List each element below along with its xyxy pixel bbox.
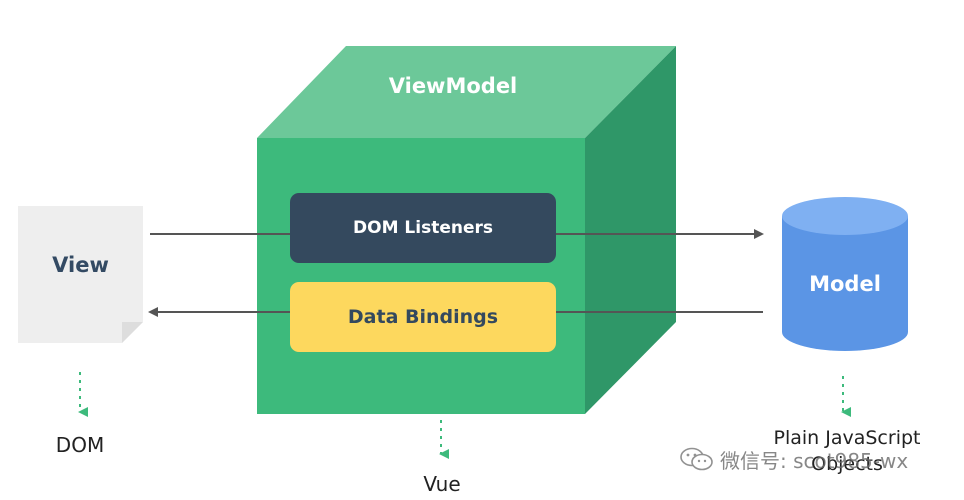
view-label: View	[52, 253, 109, 277]
plain-js-label-line1: Plain JavaScript	[773, 427, 921, 449]
viewmodel-label: ViewModel	[388, 74, 518, 98]
vue-label: Vue	[423, 472, 461, 496]
view-document-icon	[18, 206, 143, 343]
model-cylinder-icon	[782, 197, 908, 351]
dom-listeners-box	[290, 193, 556, 263]
cube-front-face	[257, 138, 585, 414]
data-bindings-box	[290, 282, 556, 352]
cube-top-face	[257, 46, 676, 138]
cube-side-face	[585, 46, 676, 414]
watermark-text: 微信号: scot985-wx	[720, 448, 909, 473]
wechat-icon	[680, 447, 713, 471]
plain-js-label-line2: Objects	[811, 453, 883, 475]
data-bindings-label: Data Bindings	[347, 306, 499, 328]
watermark: 微信号: scot985-wx	[680, 444, 956, 474]
model-label: Model	[809, 272, 881, 296]
dom-listeners-label: DOM Listeners	[353, 218, 493, 238]
viewmodel-cube	[257, 46, 676, 414]
dom-label: DOM	[55, 433, 105, 457]
